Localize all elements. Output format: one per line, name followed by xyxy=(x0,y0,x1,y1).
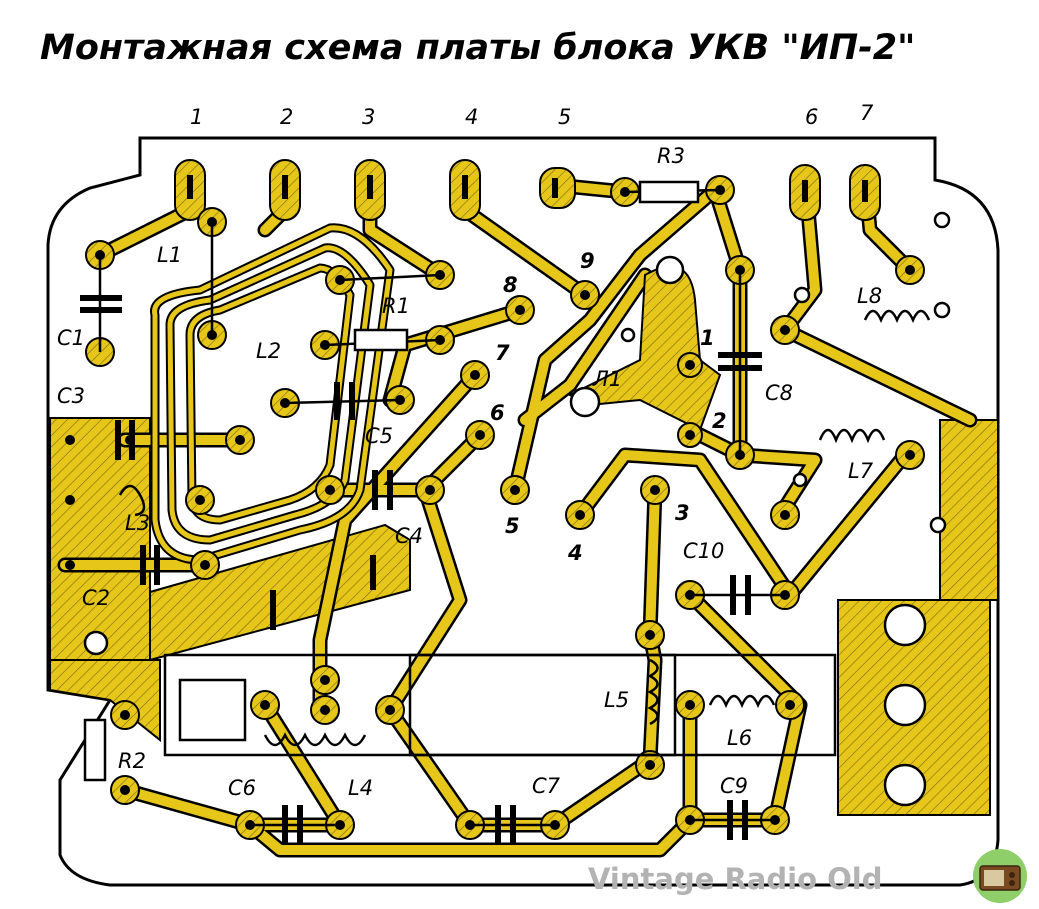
label-tube: Л1 xyxy=(592,367,622,391)
label-l5: L5 xyxy=(604,688,629,712)
label-l1: L1 xyxy=(157,243,182,267)
label-c10: C10 xyxy=(683,539,724,563)
label-c2: C2 xyxy=(82,586,110,610)
label-c8: C8 xyxy=(765,381,793,405)
pin-number: 3 xyxy=(362,105,375,129)
label-c7: C7 xyxy=(532,774,561,798)
component-labels: L1 L2 R1 R3 C1 C3 C5 C4 L3 C2 Л1 C8 L8 L… xyxy=(57,144,882,800)
pin-number: 5 xyxy=(558,105,571,129)
tube-pin: 5 xyxy=(505,514,520,538)
label-c9: C9 xyxy=(720,774,748,798)
tube-pin: 4 xyxy=(567,541,583,565)
label-c5: C5 xyxy=(365,424,393,448)
capacitor-symbols xyxy=(80,295,762,845)
label-l2: L2 xyxy=(256,339,281,363)
tube-pin: 9 xyxy=(580,249,595,273)
pin-number: 7 xyxy=(860,101,874,125)
watermark-text: Vintage Radio Old xyxy=(588,862,883,896)
label-l7: L7 xyxy=(848,459,874,483)
tube-pin: 8 xyxy=(503,273,518,297)
label-c4: C4 xyxy=(395,524,423,548)
radio-logo-icon xyxy=(973,849,1027,903)
label-r2: R2 xyxy=(118,749,146,773)
label-l4: L4 xyxy=(348,776,373,800)
label-l8: L8 xyxy=(857,284,882,308)
tube-pin: 2 xyxy=(712,409,727,433)
page-title: Монтажная схема платы блока УКВ "ИП-2" xyxy=(40,28,916,68)
label-c3: C3 xyxy=(57,384,85,408)
pin-number: 4 xyxy=(465,105,478,129)
coil-symbols xyxy=(118,309,931,747)
mounting-holes xyxy=(83,211,951,807)
tube-pin: 6 xyxy=(490,401,505,425)
pin-number: 2 xyxy=(280,105,293,129)
tube-pin: 3 xyxy=(675,501,690,525)
tube-pin-numbers: 1 2 3 4 5 6 7 8 9 xyxy=(490,249,727,565)
pin-number: 1 xyxy=(190,105,203,129)
label-l3: L3 xyxy=(125,511,150,535)
label-c6: C6 xyxy=(228,776,256,800)
label-r3: R3 xyxy=(657,144,685,168)
connector-pin-numbers: 1 2 3 4 5 6 7 xyxy=(190,101,874,129)
label-c1: C1 xyxy=(57,326,85,350)
resistor-symbols xyxy=(83,180,700,782)
pin-number: 6 xyxy=(805,105,818,129)
tube-pin: 1 xyxy=(700,326,715,350)
label-l6: L6 xyxy=(727,726,752,750)
tube-pin: 7 xyxy=(495,341,510,365)
component-wires xyxy=(98,188,837,827)
label-r1: R1 xyxy=(382,294,410,318)
